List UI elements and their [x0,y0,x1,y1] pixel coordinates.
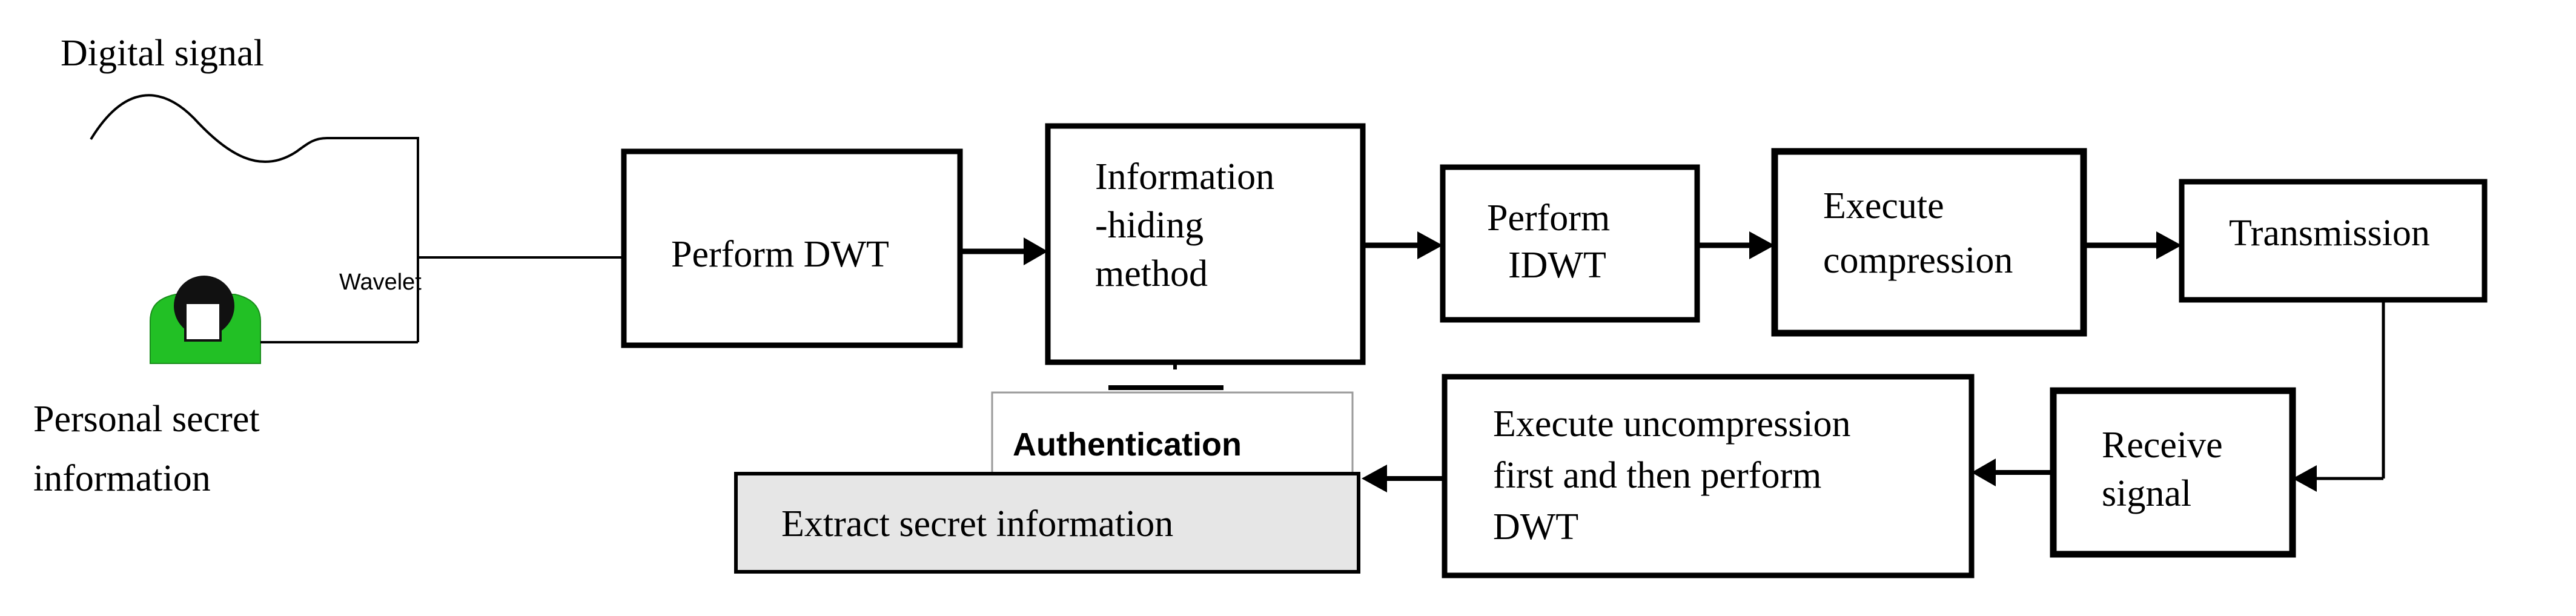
transmission-text: Transmission [2229,213,2430,254]
top-row-arrows [960,231,2182,265]
extract-secret-box [734,472,1360,574]
perform-dwt-box [621,148,963,348]
perform-idwt-text: Perform IDWT [1487,197,1620,286]
person-with-green-shirt-icon [150,276,261,364]
transmission-box [2179,179,2488,303]
personal-secret-label-line2: information [33,458,211,499]
sine-wave-icon [90,94,624,259]
receive-signal-text: Receive signal [2102,425,2232,514]
execute-uncompression-box [1442,374,1975,578]
extract-secret-text: Extract secret information [781,503,1173,545]
digital-signal-label: Digital signal [61,33,264,74]
uncompression-to-extract-arrow [1362,465,1445,492]
receive-signal-box [2050,387,2296,558]
perform-idwt-box [1440,164,1700,323]
receive-to-uncompression-arrow [1972,459,2053,486]
personal-secret-label-line1: Personal secret [33,399,260,440]
execute-compression-box [1771,148,2087,337]
perform-dwt-text: Perform DWT [671,234,889,275]
info-hiding-text: Information -hiding method [1095,156,1284,294]
authentication-box [991,391,1354,479]
transmission-to-receive-arrow [2293,300,2385,492]
wavelet-label: Wavelet [339,270,422,295]
execute-uncompression-text: Execute uncompression first and then per… [1493,403,1860,548]
authentication-label: Authentication [1013,426,1242,463]
execute-compression-text: Execute compression [1823,185,2013,281]
